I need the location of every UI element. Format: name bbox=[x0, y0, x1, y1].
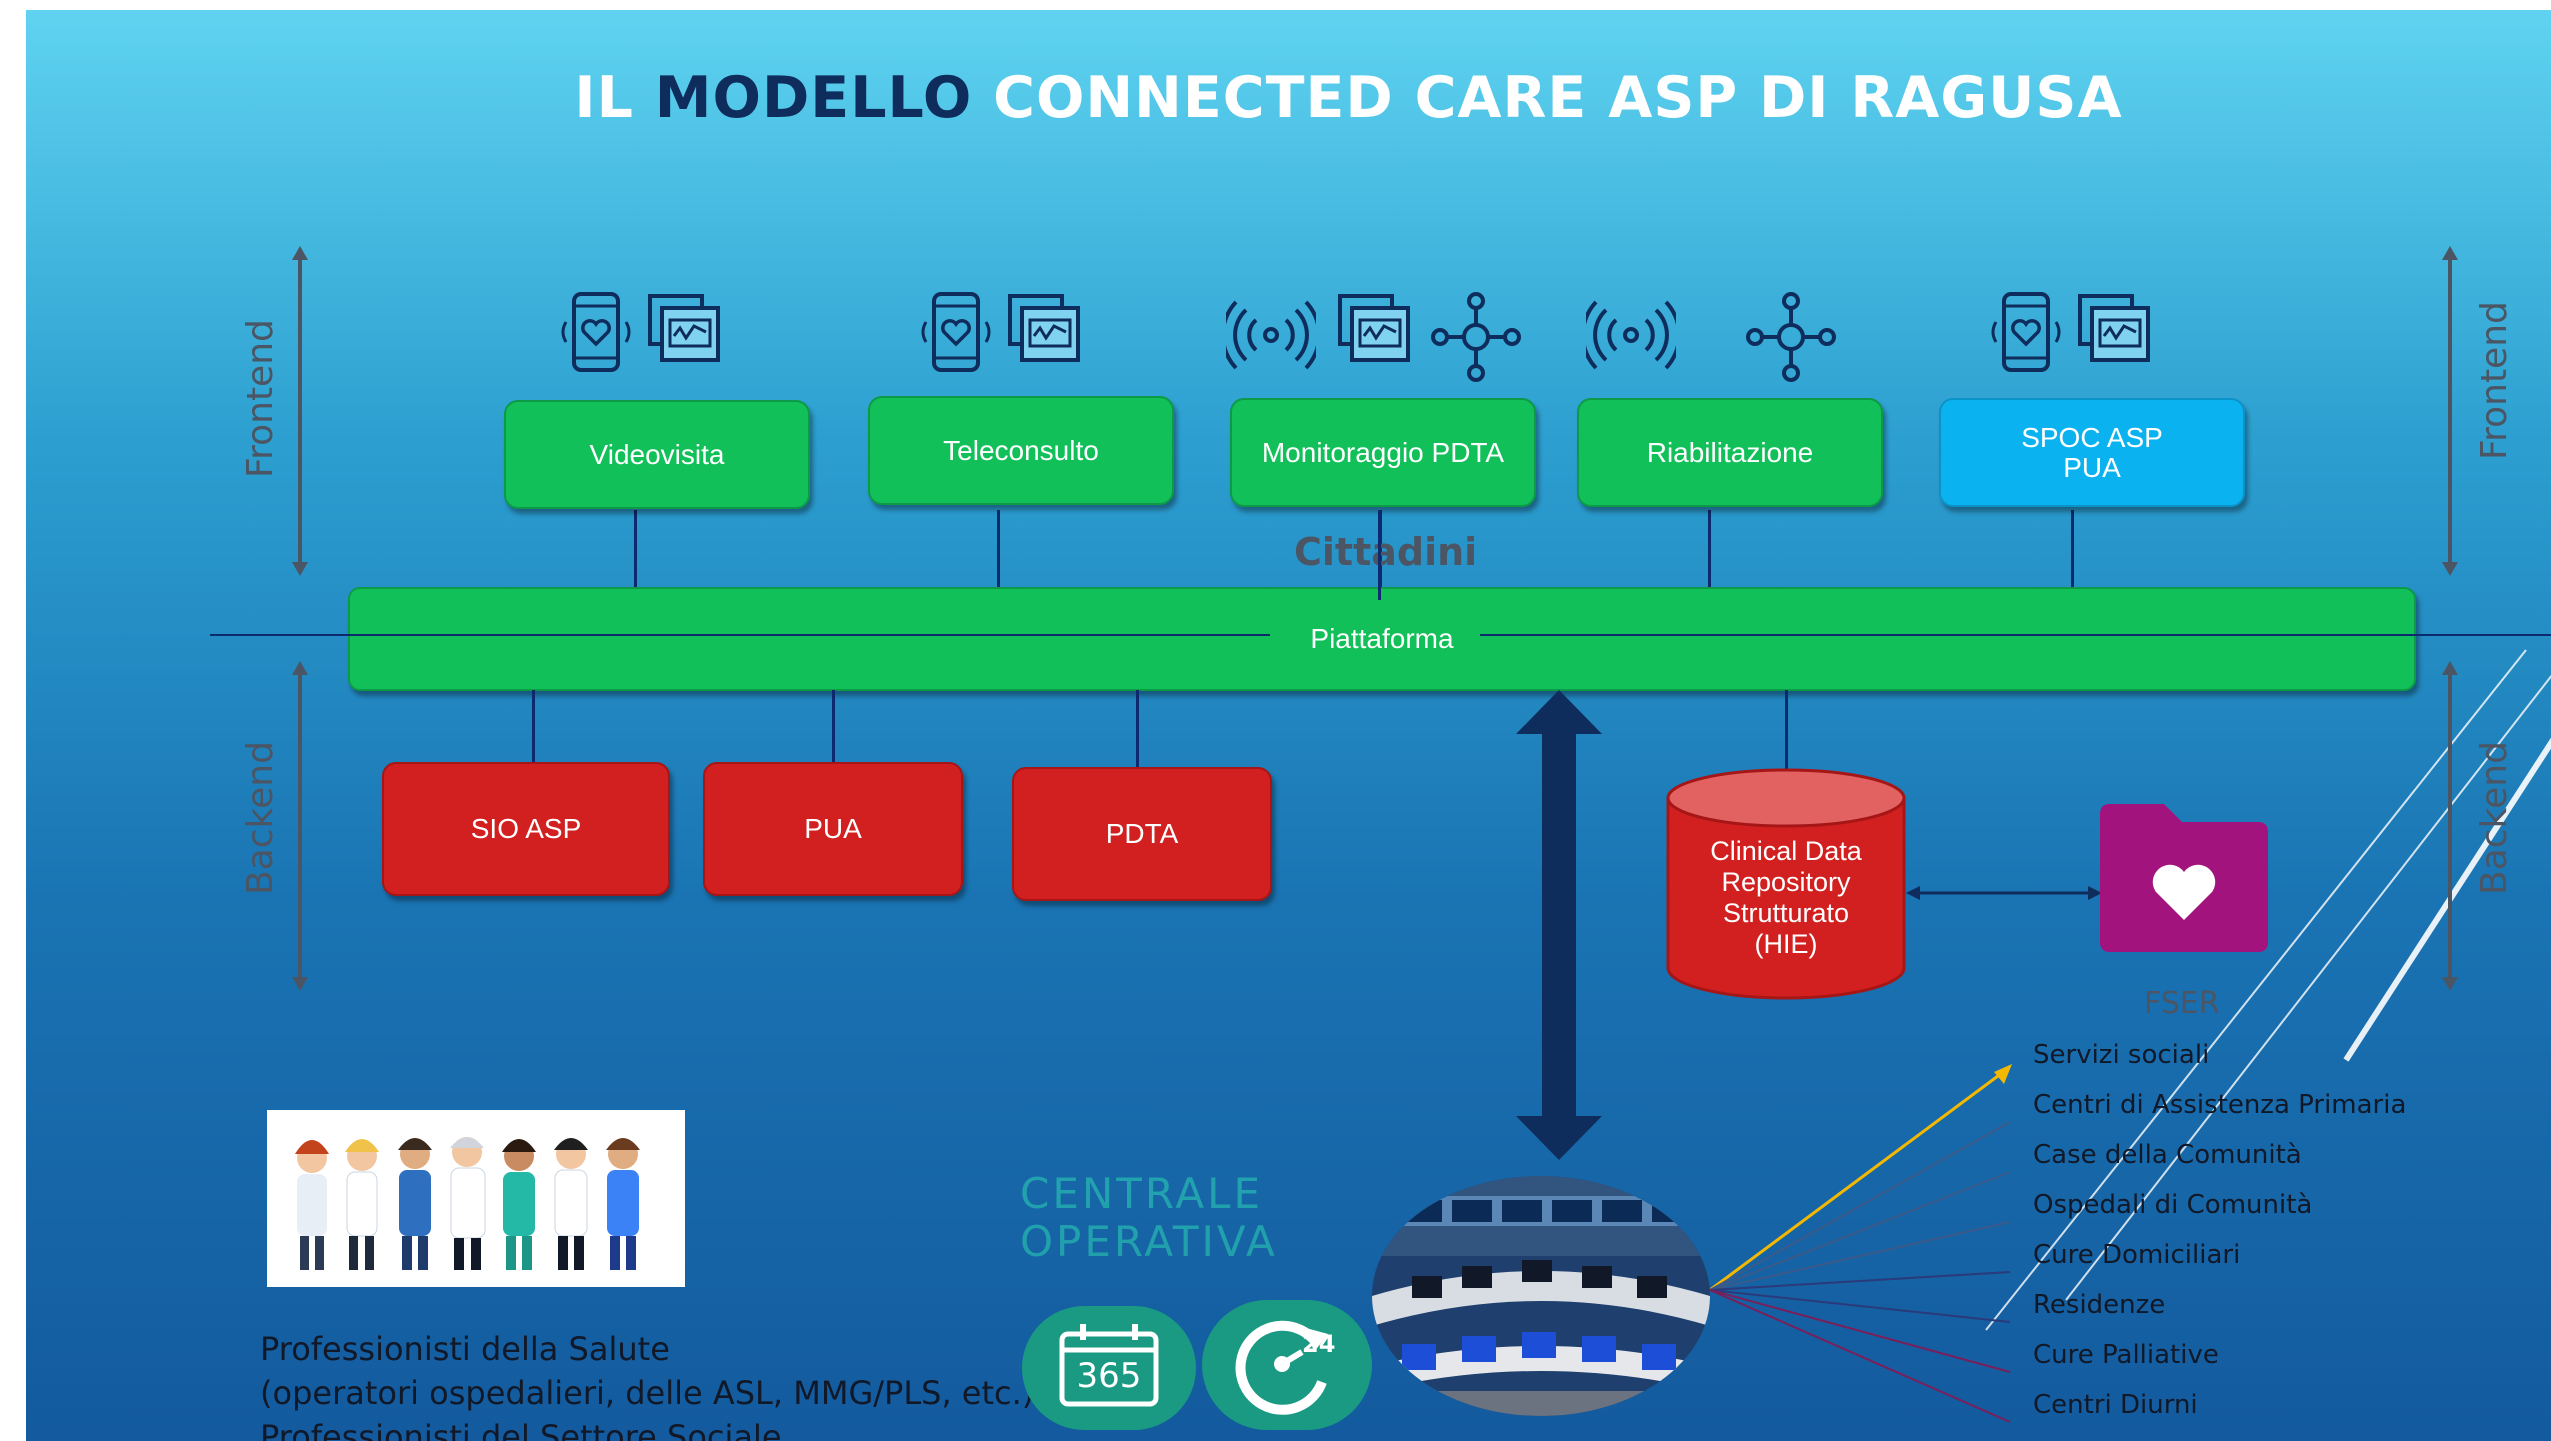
platform-label: Piattaforma bbox=[1310, 623, 1454, 655]
right-vertical-arrows bbox=[2442, 246, 2458, 991]
monitor-chart-icon bbox=[648, 294, 720, 362]
backend-pua[interactable]: PUA bbox=[703, 762, 963, 896]
backend-pdta[interactable]: PDTA bbox=[1012, 767, 1272, 901]
connector-line bbox=[2071, 510, 2074, 592]
monitor-chart-icon bbox=[2078, 294, 2150, 362]
service-item: Ospedali di Comunità bbox=[2033, 1190, 2313, 1220]
connector-line bbox=[1136, 690, 1139, 775]
repository-line: Repository bbox=[1721, 867, 1851, 897]
service-monitoraggio-pdta[interactable]: Monitoraggio PDTA bbox=[1230, 398, 1536, 507]
centrale-line: CENTRALE bbox=[1020, 1169, 1264, 1218]
centrale-line: OPERATIVA bbox=[1020, 1217, 1278, 1266]
service-item: Centri Diurni bbox=[2033, 1390, 2198, 1420]
professionals-line: (operatori ospedalieri, delle ASL, MMG/P… bbox=[260, 1374, 1035, 1412]
backend-label: PUA bbox=[804, 813, 862, 844]
service-riabilitazione[interactable]: Riabilitazione bbox=[1577, 398, 1883, 507]
services-fan-lines bbox=[1710, 1064, 2012, 1423]
repository-line: Clinical Data bbox=[1710, 836, 1862, 866]
service-item: Servizi sociali bbox=[2033, 1040, 2210, 1070]
centrale-operativa-label: CENTRALE OPERATIVA bbox=[1020, 1170, 1278, 1266]
slide: IL MODELLO CONNECTED CARE ASP DI RAGUSA … bbox=[26, 10, 2551, 1441]
service-label: SPOC ASP bbox=[2021, 422, 2163, 454]
connector-line bbox=[832, 690, 835, 770]
backend-label: SIO ASP bbox=[470, 813, 582, 844]
backend-label: PDTA bbox=[1105, 818, 1179, 849]
decorative-lines bbox=[1985, 649, 2551, 1331]
service-teleconsulto[interactable]: Teleconsulto bbox=[868, 396, 1174, 505]
service-label: PUA bbox=[2063, 451, 2121, 483]
repository-line: Strutturato bbox=[1722, 898, 1850, 928]
wireless-signal-icon bbox=[1586, 300, 1676, 370]
smartphone-heart-icon bbox=[921, 292, 991, 372]
professionals-line: Professionisti del Settore Sociale bbox=[260, 1418, 782, 1441]
connector-line bbox=[1708, 510, 1711, 592]
repository-line: (HIE) bbox=[1754, 929, 1818, 959]
calendar-icon bbox=[1059, 1324, 1159, 1407]
calendar-365-badge: 365 bbox=[1022, 1306, 1196, 1430]
service-label: Teleconsulto bbox=[943, 434, 1099, 466]
smartphone-heart-icon bbox=[1991, 292, 2061, 372]
service-item: Cure Palliative bbox=[2033, 1340, 2219, 1370]
clock-refresh-icon bbox=[1235, 1320, 1328, 1415]
page-title: IL MODELLO CONNECTED CARE ASP DI RAGUSA bbox=[26, 65, 2551, 131]
frontend-label-left: Frontend bbox=[240, 319, 281, 478]
connector-line bbox=[1378, 510, 1381, 600]
title-part2: MODELLO bbox=[654, 65, 973, 131]
backend-sio-asp[interactable]: SIO ASP bbox=[382, 762, 670, 896]
clock-24h-badge: 24 bbox=[1202, 1300, 1372, 1430]
wireless-signal-icon bbox=[1226, 300, 1316, 370]
service-item: Case della Comunità bbox=[2033, 1140, 2302, 1170]
control-room-image bbox=[1372, 1176, 1710, 1416]
repository-label: Clinical Data Repository Strutturato (HI… bbox=[1674, 836, 1898, 960]
double-arrow bbox=[1516, 690, 1602, 1160]
fser-label: FSER bbox=[2144, 986, 2220, 1021]
repository-fser-arrow bbox=[1906, 886, 2102, 900]
monitor-chart-icon bbox=[1338, 294, 1410, 362]
platform-bar[interactable]: Piattaforma bbox=[348, 587, 2416, 691]
control-room-illustration bbox=[1372, 1176, 1710, 1416]
connector-line bbox=[532, 690, 535, 770]
connector-line bbox=[634, 510, 637, 592]
frontend-backend-divider bbox=[1480, 634, 2551, 636]
frontend-backend-divider bbox=[210, 634, 1270, 636]
network-hub-icon bbox=[1431, 292, 1521, 382]
professionals-image bbox=[267, 1110, 685, 1287]
title-part1: IL bbox=[574, 65, 634, 131]
service-item: Residenze bbox=[2033, 1290, 2166, 1320]
repository-cylinder[interactable] bbox=[1664, 768, 1908, 1008]
frontend-label-right: Frontend bbox=[2474, 301, 2515, 460]
healthcare-workers-illustration bbox=[295, 1137, 640, 1270]
service-spoc-asp-pua[interactable]: SPOC ASP PUA bbox=[1939, 398, 2245, 507]
clock-number: 24 bbox=[1302, 1330, 1336, 1358]
service-label: Riabilitazione bbox=[1646, 436, 1814, 468]
backend-label-left: Backend bbox=[240, 741, 281, 895]
cittadini-label: Cittadini bbox=[1294, 530, 1478, 574]
network-hub-icon bbox=[1746, 292, 1836, 382]
service-item: Cure Domiciliari bbox=[2033, 1240, 2241, 1270]
connector-line bbox=[997, 510, 1000, 592]
professionals-line: Professionisti della Salute bbox=[260, 1330, 670, 1368]
folder-heart-icon[interactable] bbox=[2094, 800, 2274, 958]
service-videovisita[interactable]: Videovisita bbox=[504, 400, 810, 509]
left-vertical-arrows bbox=[292, 246, 308, 991]
backend-label-right: Backend bbox=[2474, 741, 2515, 895]
calendar-number: 365 bbox=[1076, 1356, 1142, 1396]
smartphone-heart-icon bbox=[561, 292, 631, 372]
service-label: Monitoraggio PDTA bbox=[1261, 436, 1505, 468]
service-item: Centri di Assistenza Primaria bbox=[2033, 1090, 2407, 1120]
service-label: Videovisita bbox=[589, 438, 725, 470]
connector-line bbox=[1785, 690, 1788, 772]
monitor-chart-icon bbox=[1008, 294, 1080, 362]
title-part3: CONNECTED CARE ASP DI RAGUSA bbox=[993, 65, 2123, 131]
